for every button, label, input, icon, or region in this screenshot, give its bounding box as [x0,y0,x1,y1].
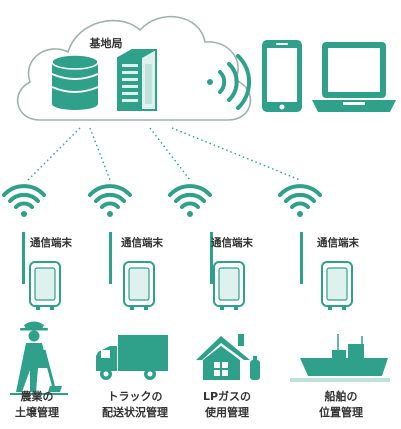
wifi-icon [278,184,322,217]
use-case-line1: 船舶の [324,390,358,403]
terminal-unit-3 [168,184,245,310]
antenna [109,232,112,284]
ship-icon [290,334,390,382]
terminal-unit-2 [88,184,155,310]
house-gas-icon [196,334,260,380]
server-icon [117,49,157,111]
wifi-icon [2,184,46,217]
wifi-icon [88,184,132,217]
terminal-device-icon [29,261,61,310]
terminal-label-3: 通信端末 [211,237,253,249]
terminal-label-1: 通信端末 [30,237,72,249]
antenna [210,232,213,284]
use-case-label-2: トラックの 配送状況管理 [90,389,180,421]
terminal-label-4: 通信端末 [317,237,359,249]
ground-line-1 [10,393,68,395]
farmer-icon [16,321,62,392]
terminal-label-2: 通信端末 [121,237,163,249]
connection-lines [27,127,301,181]
antenna [300,232,303,284]
use-case-label-3: LPガスの 使用管理 [192,389,262,421]
use-case-label-4: 船舶の 位置管理 [306,389,376,421]
terminal-unit-4 [278,184,353,310]
terminal-device-icon [213,261,245,310]
base-station-label: 基地局 [89,37,123,50]
smartphone-icon [262,40,302,112]
use-case-line1: 農業の [20,390,54,403]
database-icon [51,54,99,110]
use-case-line1: トラックの [107,390,163,403]
terminal-device-icon [321,261,353,310]
truck-icon [96,335,168,380]
laptop-icon [312,42,396,112]
use-case-line2: 配送状況管理 [102,406,168,419]
use-case-line2: 位置管理 [319,406,363,419]
terminal-device-icon [123,261,155,310]
wireless-signal-icon [207,54,252,110]
use-case-line2: 土壌管理 [15,406,59,419]
use-case-line1: LPガスの [202,390,252,403]
terminal-unit-1 [2,184,61,310]
antenna [22,232,25,284]
wifi-icon [168,184,212,217]
use-case-line2: 使用管理 [205,406,249,419]
use-case-label-1: 農業の 土壌管理 [2,389,72,421]
